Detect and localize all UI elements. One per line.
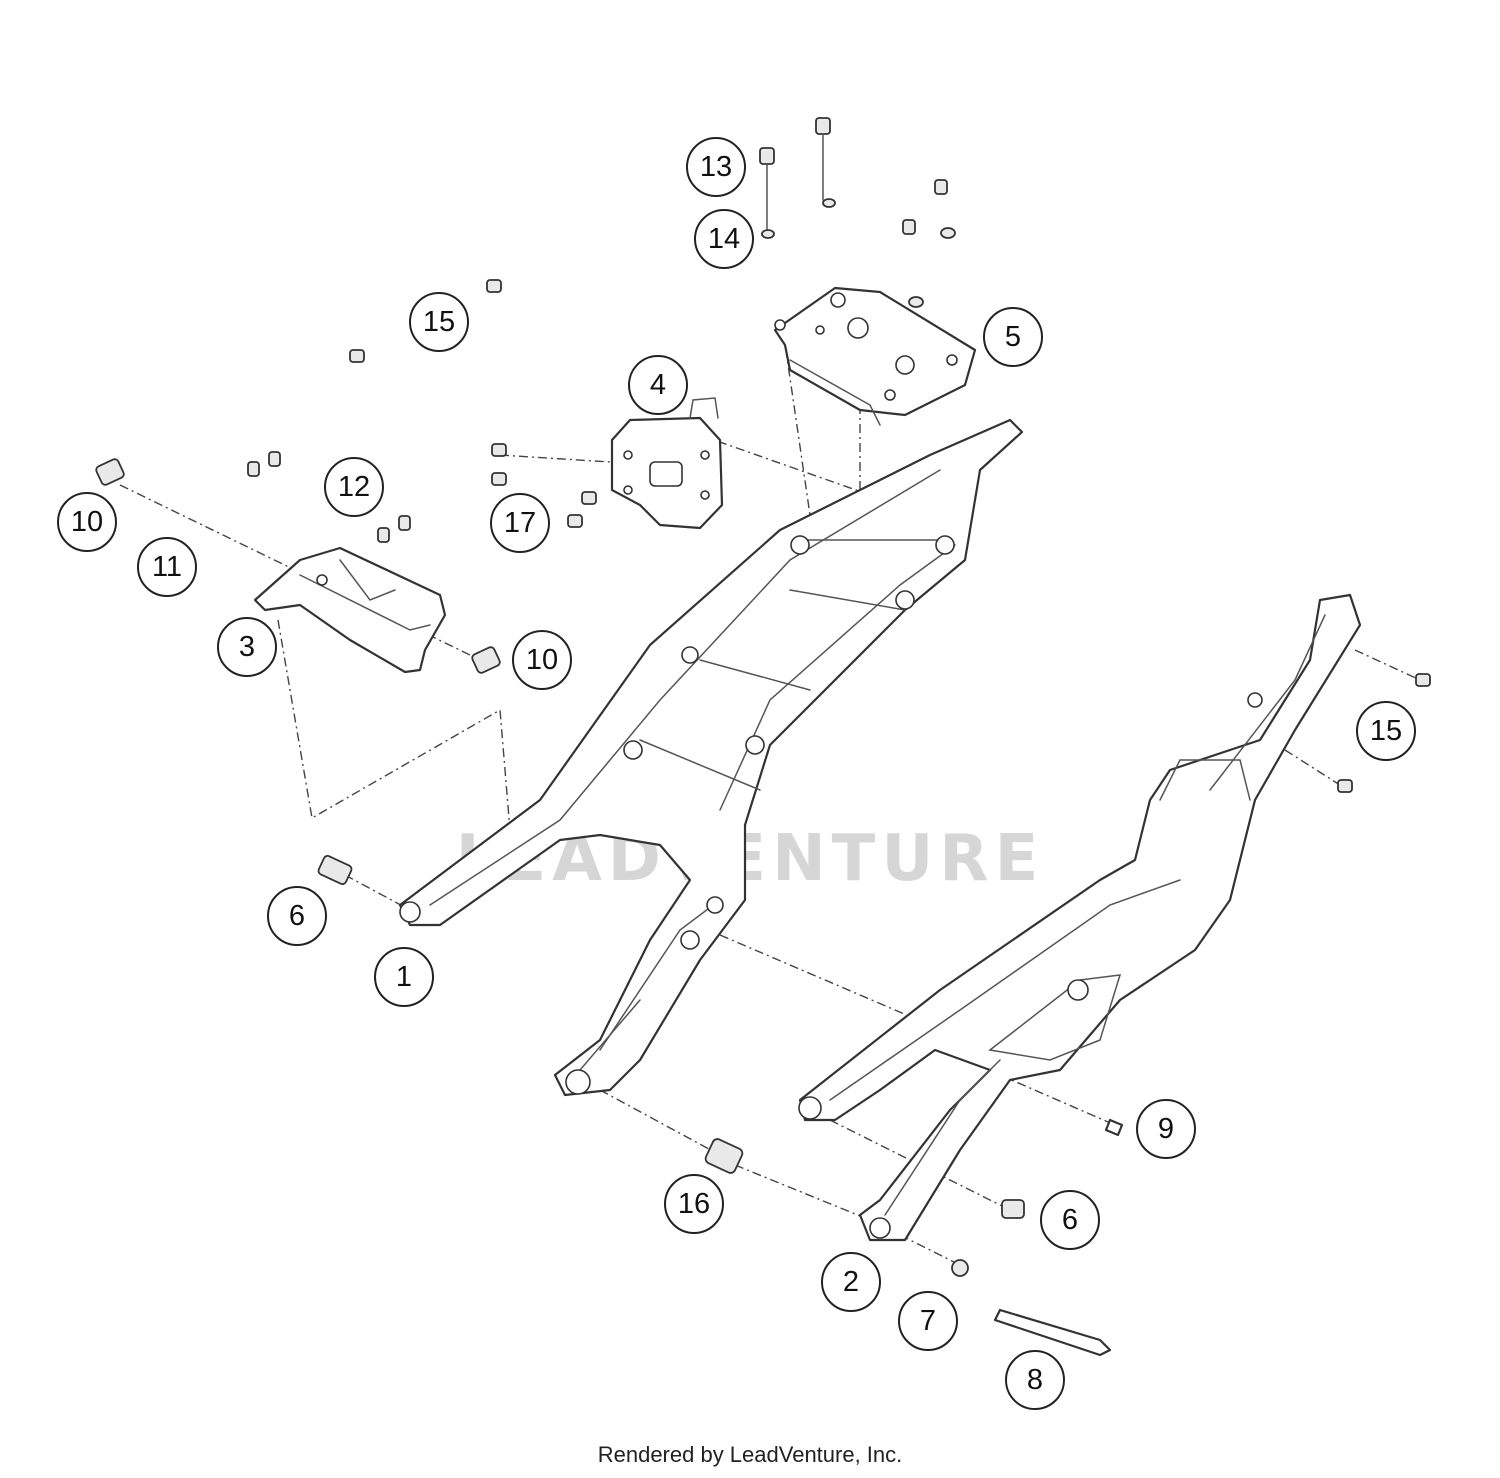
callout-label: 15: [423, 306, 455, 338]
callout-12: 12: [324, 457, 384, 517]
callout-14: 14: [694, 209, 754, 269]
callout-15: 15: [409, 292, 469, 352]
callout-label: 16: [678, 1188, 710, 1220]
callout-6: 6: [1040, 1190, 1100, 1250]
callout-17: 17: [490, 493, 550, 553]
callout-label: 14: [708, 223, 740, 255]
callout-10: 10: [57, 492, 117, 552]
callout-8: 8: [1005, 1350, 1065, 1410]
callout-13: 13: [686, 137, 746, 197]
callout-10: 10: [512, 630, 572, 690]
subframe-left-part: [398, 418, 1024, 1097]
callout-label: 2: [843, 1266, 859, 1298]
callout-label: 9: [1158, 1113, 1174, 1145]
callout-label: 13: [700, 151, 732, 183]
callout-label: 12: [338, 471, 370, 503]
callout-label: 4: [650, 369, 666, 401]
callout-label: 15: [1370, 715, 1402, 747]
callout-label: 11: [152, 551, 182, 583]
callout-label: 10: [71, 506, 103, 538]
callout-label: 6: [289, 900, 305, 932]
rear-plate-part: [773, 286, 977, 426]
callout-3: 3: [217, 617, 277, 677]
callout-11: 11: [137, 537, 197, 597]
bracket-part: [610, 397, 724, 530]
callout-label: 8: [1027, 1364, 1043, 1396]
callout-4: 4: [628, 355, 688, 415]
callout-label: 5: [1005, 321, 1021, 353]
cover-part: [253, 546, 447, 674]
callout-label: 17: [504, 507, 536, 539]
callout-7: 7: [898, 1291, 958, 1351]
hardware: [95, 117, 1431, 1357]
callout-1: 1: [374, 947, 434, 1007]
callout-label: 3: [239, 631, 255, 663]
subframe-right-part: [798, 593, 1362, 1242]
callout-9: 9: [1136, 1099, 1196, 1159]
callouts: 13 14 15 5 4 12 10 11 17 3 10 15 6 1 9 6…: [57, 137, 1416, 1410]
footer-credit: Rendered by LeadVenture, Inc.: [597, 1442, 903, 1467]
callout-16: 16: [664, 1174, 724, 1234]
callout-6: 6: [267, 886, 327, 946]
callout-label: 7: [920, 1305, 936, 1337]
callout-label: 10: [526, 644, 558, 676]
callout-label: 1: [396, 961, 412, 993]
callout-2: 2: [821, 1252, 881, 1312]
callout-15: 15: [1356, 701, 1416, 761]
callout-5: 5: [983, 307, 1043, 367]
callout-label: 6: [1062, 1204, 1078, 1236]
